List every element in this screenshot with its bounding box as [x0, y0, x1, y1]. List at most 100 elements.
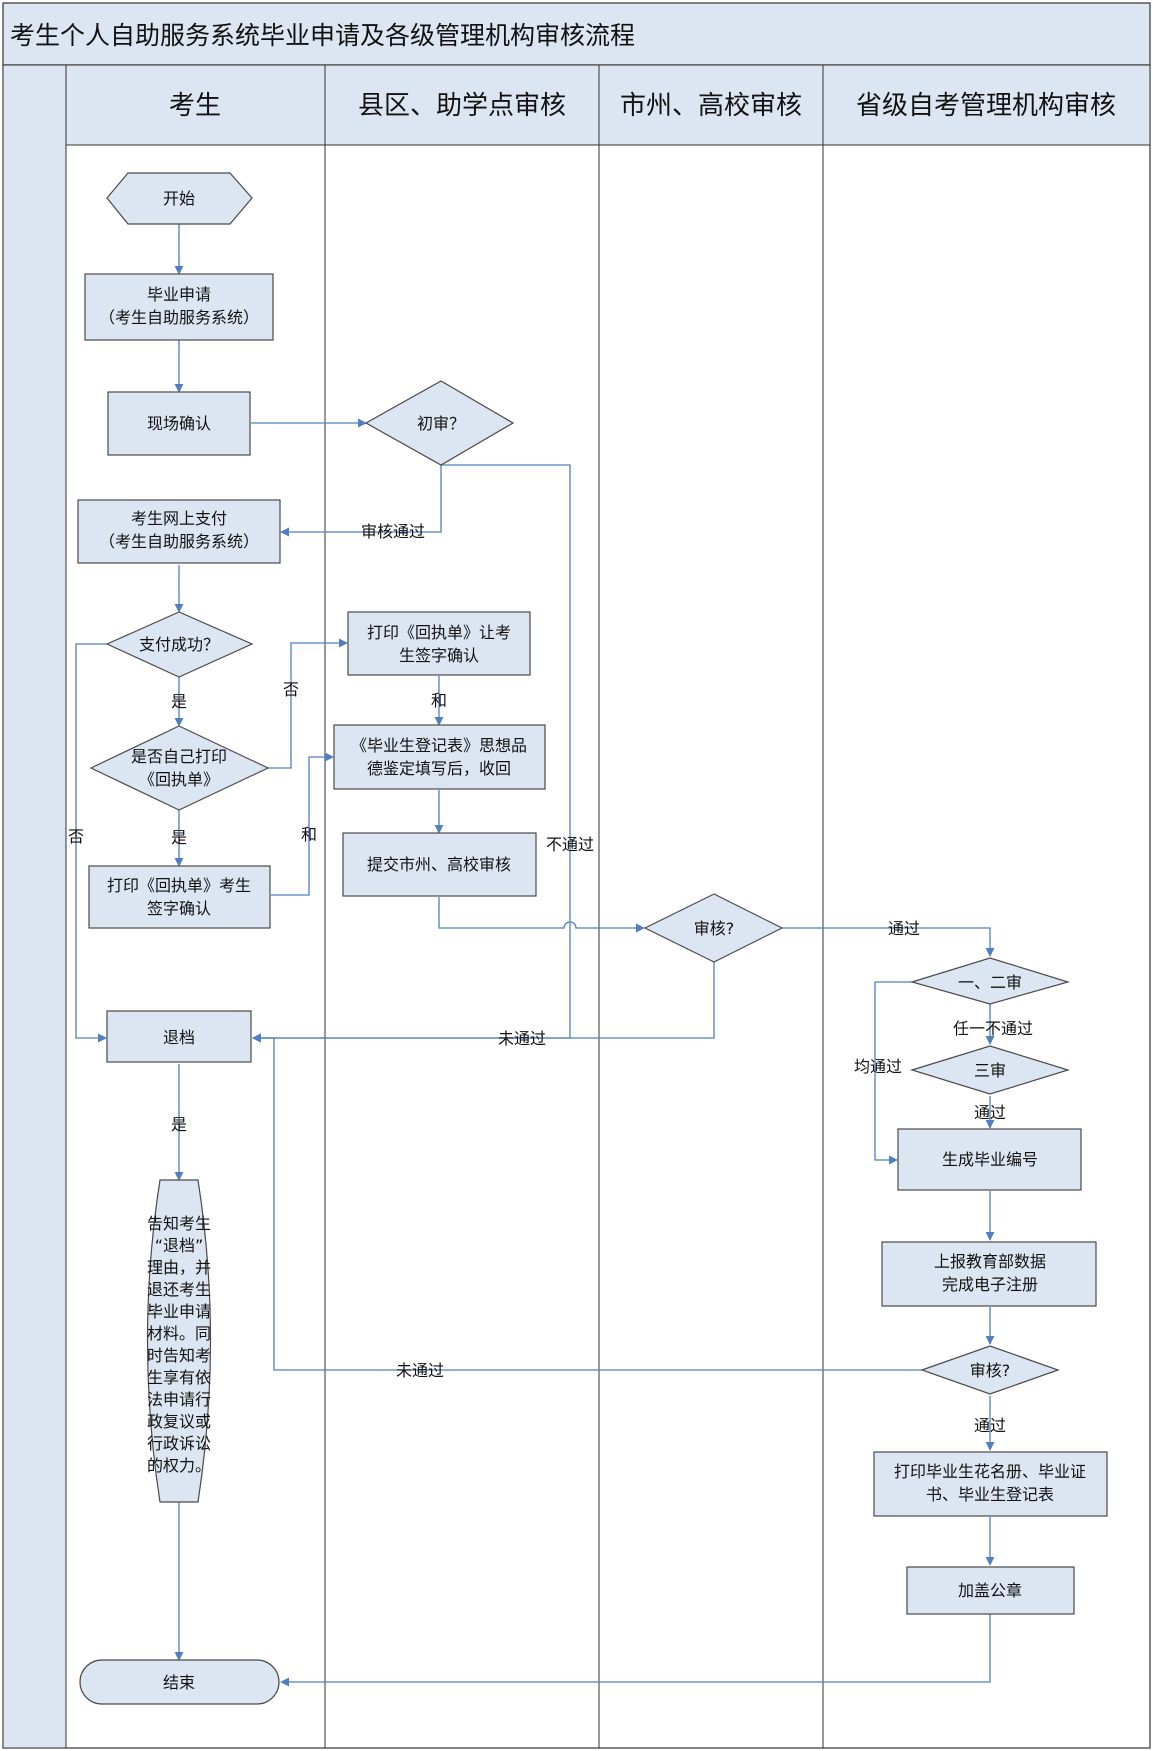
- edge-label-and-1: 和: [431, 691, 447, 710]
- seal-label: 加盖公章: [958, 1581, 1022, 1600]
- edge-printreceipt-form: [271, 752, 334, 896]
- edge-cityreview-refund: [252, 962, 715, 1043]
- notify-line-4: 退还考生: [147, 1280, 211, 1299]
- end-node: [79, 1659, 280, 1705]
- apply-label-2: （考生自助服务系统）: [99, 308, 259, 327]
- pay-ok-decision: [105, 611, 254, 678]
- first-review-label: 初审？: [417, 414, 465, 433]
- review3-label: 三审: [974, 1061, 1006, 1080]
- register-form-label-2: 德鉴定填写后，收回: [367, 759, 511, 778]
- submit-city-label: 提交市州、高校审核: [367, 855, 511, 874]
- self-print-label-1: 是否自己打印: [131, 747, 227, 766]
- print-receipt-student-label-2: 签字确认: [147, 899, 211, 918]
- review12-label: 一、二审: [958, 973, 1022, 992]
- print-receipt-county-label-1: 打印《回执单》让考: [367, 623, 511, 642]
- print-receipt-student-label-1: 打印《回执单》考生: [107, 876, 251, 895]
- edge-seal-end: [280, 1614, 991, 1687]
- print-roster-label-1: 打印毕业生花名册、毕业证: [894, 1462, 1086, 1481]
- edge-label-refund-yes: 是: [171, 1115, 187, 1134]
- notify-line-2: “退档”: [155, 1236, 204, 1255]
- seal-node: [906, 1566, 1075, 1615]
- pay-node: [77, 499, 281, 564]
- end-label: 结束: [163, 1673, 195, 1692]
- edge-label-yes-pay: 是: [171, 692, 187, 711]
- notify-line-10: 政复议或: [147, 1412, 211, 1431]
- city-review-label: 审核?: [694, 919, 735, 938]
- lane-header-county: 县区、助学点审核: [358, 91, 566, 121]
- edge-label-passed-three: 通过: [974, 1103, 1006, 1122]
- self-print-decision: [89, 725, 270, 811]
- edge-finalreview-refund: [252, 1033, 922, 1371]
- print-receipt-county-node: [347, 611, 531, 676]
- lane-header-student: 考生: [169, 91, 221, 121]
- edge-label-passed-city: 通过: [888, 919, 920, 938]
- lane-header-province: 省级自考管理机构审核: [856, 91, 1116, 121]
- edge-label-all-pass: 均通过: [854, 1057, 902, 1076]
- notify-line-7: 时告知考: [147, 1346, 211, 1365]
- confirm-node: [107, 391, 251, 456]
- diagram-title: 考生个人自助服务系统毕业申请及各级管理机构审核流程: [10, 21, 635, 50]
- edge-label-no-print: 否: [283, 680, 299, 699]
- start-label: 开始: [163, 189, 195, 208]
- title-bar: [2, 2, 1151, 66]
- pay-label-1: 考生网上支付: [131, 509, 227, 528]
- gen-number-label: 生成毕业编号: [942, 1150, 1038, 1169]
- notify-line-9: 法申请行: [147, 1390, 211, 1409]
- self-print-label-2: 《回执单》: [139, 770, 219, 789]
- connectors: [75, 224, 995, 1687]
- refund-node: [106, 1010, 252, 1063]
- edge-label-not-passed-final: 未通过: [396, 1361, 444, 1380]
- edge-review12-gennumber: [874, 981, 912, 1165]
- edge-label-yes-print: 是: [171, 828, 187, 847]
- edge-label-not-passed-first: 不通过: [546, 835, 594, 854]
- print-receipt-county-label-2: 生签字确认: [399, 646, 479, 665]
- lane-gutter: [2, 64, 67, 1749]
- report-moe-label-1: 上报教育部数据: [934, 1252, 1046, 1271]
- review12-decision: [909, 957, 1071, 1005]
- print-roster-label-2: 书、毕业生登记表: [926, 1485, 1054, 1504]
- refund-label: 退档: [163, 1028, 195, 1047]
- notify-line-8: 生享有依: [147, 1368, 211, 1387]
- report-moe-node: [881, 1241, 1097, 1307]
- print-roster-node: [873, 1451, 1108, 1517]
- lane-header-city: 市州、高校审核: [620, 91, 802, 121]
- first-review-decision: [364, 380, 515, 466]
- edge-label-any-fail: 任一不通过: [953, 1019, 1033, 1038]
- report-moe-label-2: 完成电子注册: [942, 1275, 1038, 1294]
- pay-label-2: （考生自助服务系统）: [99, 532, 259, 551]
- edge-cityreview-review12: [782, 927, 995, 957]
- notify-line-5: 毕业申请: [147, 1302, 211, 1321]
- lane-header-row: [65, 64, 1151, 146]
- notify-line-6: 材料。同: [147, 1324, 211, 1343]
- apply-label-1: 毕业申请: [147, 285, 211, 304]
- notify-node: [146, 1179, 212, 1503]
- register-form-node: [333, 724, 546, 790]
- edge-label-and-2: 和: [301, 825, 317, 844]
- final-review-decision: [920, 1345, 1060, 1395]
- notify-line-1: 告知考生: [147, 1214, 211, 1233]
- confirm-label: 现场确认: [147, 414, 211, 433]
- notify-line-3: 理由，并: [147, 1258, 211, 1277]
- final-review-label: 审核?: [970, 1361, 1011, 1380]
- print-receipt-student-node: [88, 865, 271, 929]
- start-node: [106, 172, 253, 225]
- gen-number-node: [897, 1128, 1082, 1191]
- edge-label-no-pay: 否: [68, 827, 84, 846]
- submit-city-node: [342, 832, 537, 897]
- notify-line-11: 行政诉讼: [147, 1434, 211, 1453]
- city-review-decision: [643, 893, 784, 963]
- register-form-label-1: 《毕业生登记表》思想品: [351, 736, 527, 755]
- apply-node: [84, 273, 274, 341]
- pay-ok-label: 支付成功？: [139, 635, 219, 654]
- review3-decision: [909, 1045, 1071, 1095]
- edge-label-not-passed-city: 未通过: [498, 1029, 546, 1048]
- edge-payok-refund: [75, 643, 107, 1043]
- edge-selfprint-countyprint: [268, 638, 348, 769]
- edge-label-passed-final: 通过: [974, 1416, 1006, 1435]
- notify-line-12: 的权力。: [147, 1456, 211, 1475]
- edge-firstreview-pay: [280, 465, 442, 537]
- edge-submit-cityreview: [438, 897, 645, 933]
- edge-label-passed-review: 审核通过: [361, 522, 425, 541]
